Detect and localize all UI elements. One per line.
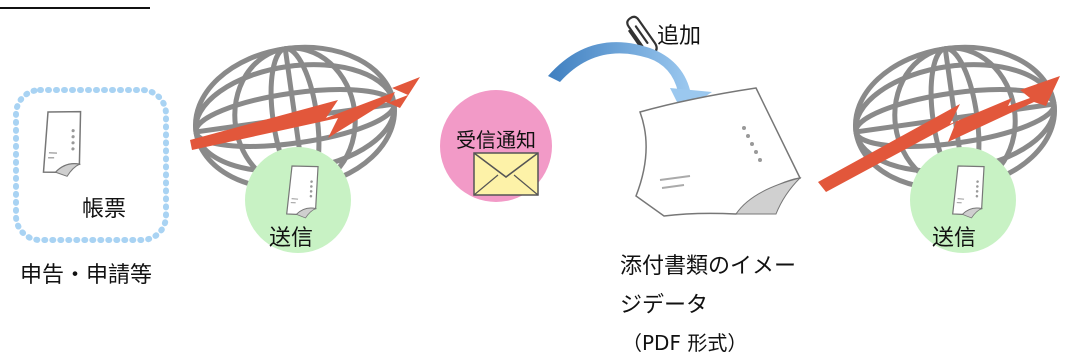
send-label-right: 送信 <box>932 226 977 251</box>
add-label: 追加 <box>657 24 702 49</box>
form-paper-icon <box>36 105 90 179</box>
attachment-label-line1: 添付書類のイメー <box>620 254 797 279</box>
form-label: 帳票 <box>82 197 127 222</box>
lightning-arrow-icon <box>190 77 420 150</box>
attachment-label-line2: ジデータ <box>620 293 709 318</box>
send-label-left: 送信 <box>269 226 314 251</box>
lightning-arrow-icon <box>818 76 1060 192</box>
envelope-icon <box>473 152 539 196</box>
form-frame <box>13 87 169 243</box>
application-label: 申告・申請等 <box>20 263 153 288</box>
notice-label: 受信通知 <box>456 128 536 152</box>
attachment-document-icon <box>635 87 802 217</box>
attachment-label-line3: （PDF 形式） <box>622 331 748 355</box>
